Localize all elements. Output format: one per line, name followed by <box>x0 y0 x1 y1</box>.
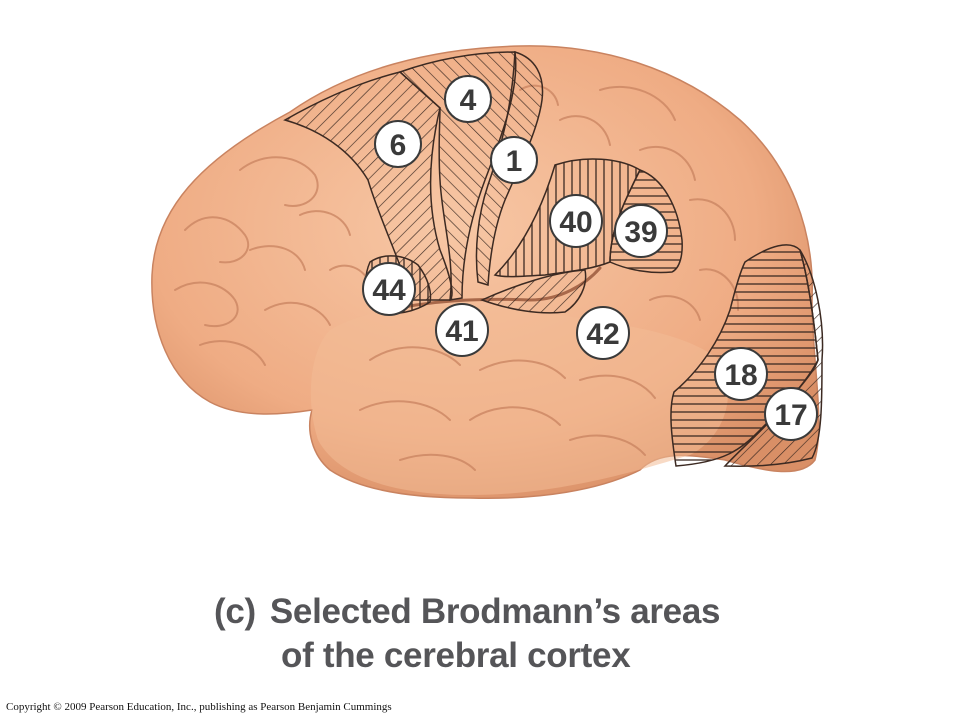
area-40-label-text: 40 <box>559 206 592 239</box>
area-4-label: 4 <box>444 75 492 123</box>
area-18-label-circle <box>714 347 768 401</box>
area-39-label-circle <box>614 204 668 258</box>
area-18-label: 18 <box>714 347 768 401</box>
area-40-label-circle <box>549 194 603 248</box>
area-41-label-circle <box>435 303 489 357</box>
area-4-label-circle <box>444 75 492 123</box>
area-17-label: 17 <box>764 387 818 441</box>
caption-line-2: of the cerebral cortex <box>281 636 631 675</box>
area-1-label-circle <box>490 136 538 184</box>
area-6-label-circle <box>374 120 422 168</box>
area-42-label-circle <box>576 306 630 360</box>
area-4-label-text: 4 <box>460 84 477 117</box>
area-40-label: 40 <box>549 194 603 248</box>
area-42-label: 42 <box>576 306 630 360</box>
area-6-label-text: 6 <box>390 129 407 162</box>
figure-caption: (c) Selected Brodmann’s areas of the cere… <box>214 590 720 678</box>
area-41-region <box>480 269 587 314</box>
caption-line-1-text: Selected Brodmann’s areas <box>269 592 721 631</box>
area-42-label-text: 42 <box>586 318 619 351</box>
area-17-label-text: 17 <box>774 399 807 432</box>
area-1-label: 1 <box>490 136 538 184</box>
area-4-region <box>398 51 517 301</box>
gyri-texture <box>174 84 740 471</box>
copyright-notice: Copyright © 2009 Pearson Education, Inc.… <box>6 701 392 713</box>
area-6-label: 6 <box>374 120 422 168</box>
area-39-label: 39 <box>614 204 668 258</box>
area-44-label: 44 <box>362 262 416 316</box>
caption-letter: (c) <box>214 592 256 631</box>
area-41-label-text: 41 <box>445 315 478 348</box>
area-17-label-circle <box>764 387 818 441</box>
area-41-label: 41 <box>435 303 489 357</box>
area-1-label-text: 1 <box>506 145 523 178</box>
caption-line-1: (c) Selected Brodmann’s areas <box>214 590 720 634</box>
area-39-label-text: 39 <box>624 216 657 249</box>
area-18-label-text: 18 <box>724 359 757 392</box>
temporal-lobe <box>310 305 729 495</box>
area-44-label-text: 44 <box>372 274 406 307</box>
area-44-label-circle <box>362 262 416 316</box>
